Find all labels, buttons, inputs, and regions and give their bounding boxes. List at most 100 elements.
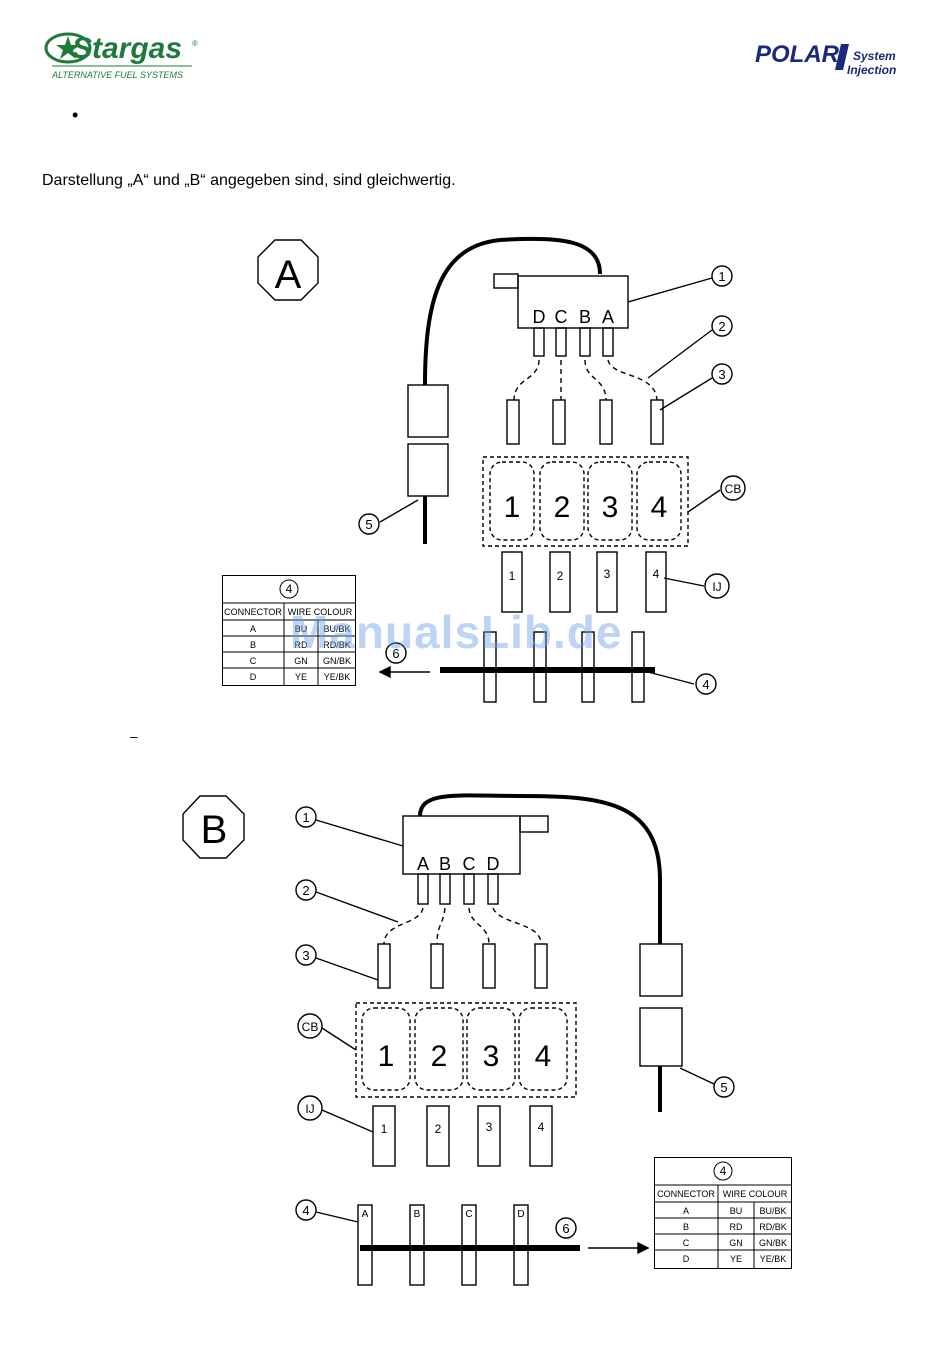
nozzles-b bbox=[377, 943, 548, 989]
diagram-a-label: A bbox=[275, 253, 302, 297]
svg-text:C: C bbox=[465, 1209, 472, 1220]
svg-text:4: 4 bbox=[286, 582, 293, 596]
rail-nozzles-b bbox=[417, 873, 499, 905]
svg-text:BU: BU bbox=[295, 624, 308, 634]
svg-text:3: 3 bbox=[604, 567, 611, 581]
svg-text:YE: YE bbox=[730, 1254, 742, 1264]
svg-text:4: 4 bbox=[302, 1203, 309, 1218]
svg-text:Injection: Injection bbox=[847, 63, 896, 77]
svg-text:B: B bbox=[579, 307, 591, 327]
svg-text:A: A bbox=[683, 1206, 689, 1216]
injector-numbers-a: 1 2 3 4 bbox=[509, 567, 660, 583]
harness-letters-b: A B C D bbox=[362, 1209, 525, 1220]
svg-text:YE/BK: YE/BK bbox=[760, 1254, 787, 1264]
svg-text:®: ® bbox=[192, 39, 198, 48]
dash: – bbox=[130, 728, 138, 744]
svg-text:1: 1 bbox=[378, 1040, 395, 1073]
svg-text:GN: GN bbox=[294, 656, 308, 666]
svg-text:Stargas: Stargas bbox=[72, 32, 182, 65]
svg-text:A: A bbox=[362, 1209, 369, 1220]
svg-text:B: B bbox=[250, 640, 256, 650]
svg-text:5: 5 bbox=[720, 1080, 727, 1095]
svg-text:4: 4 bbox=[538, 1120, 545, 1134]
svg-text:C: C bbox=[463, 854, 476, 874]
svg-text:C: C bbox=[250, 656, 257, 666]
rail-nozzles-a bbox=[533, 327, 614, 357]
svg-text:IJ: IJ bbox=[712, 580, 721, 594]
svg-text:3: 3 bbox=[718, 367, 725, 382]
svg-text:3: 3 bbox=[602, 491, 619, 524]
harness-connectors-b bbox=[357, 1204, 529, 1286]
svg-text:D: D bbox=[487, 854, 500, 874]
svg-text:B: B bbox=[414, 1209, 421, 1220]
svg-text:2: 2 bbox=[431, 1040, 448, 1073]
svg-text:B: B bbox=[439, 854, 451, 874]
svg-text:BU: BU bbox=[730, 1206, 743, 1216]
svg-text:4: 4 bbox=[653, 567, 660, 581]
svg-text:A: A bbox=[417, 854, 429, 874]
svg-text:System: System bbox=[853, 49, 896, 63]
svg-text:3: 3 bbox=[486, 1120, 493, 1134]
svg-text:3: 3 bbox=[302, 948, 309, 963]
svg-text:4: 4 bbox=[702, 677, 709, 692]
svg-text:BU/BK: BU/BK bbox=[759, 1206, 786, 1216]
diagram-b-label: B bbox=[201, 808, 228, 852]
cylinder-numbers-a: 1 2 3 4 bbox=[504, 491, 668, 524]
svg-text:A: A bbox=[602, 307, 614, 327]
stargas-logo: Stargas ® ALTERNATIVE FUEL SYSTEMS bbox=[44, 32, 198, 80]
svg-text:YE/BK: YE/BK bbox=[324, 672, 351, 682]
svg-text:CB: CB bbox=[725, 482, 742, 496]
svg-text:RD: RD bbox=[295, 640, 308, 650]
svg-text:B: B bbox=[683, 1222, 689, 1232]
svg-text:4: 4 bbox=[720, 1164, 727, 1178]
svg-text:GN/BK: GN/BK bbox=[323, 656, 351, 666]
intro-text: Darstellung „A“ und „B“ angegeben sind, … bbox=[42, 172, 456, 189]
svg-text:C: C bbox=[683, 1238, 690, 1248]
svg-text:1: 1 bbox=[509, 569, 516, 583]
svg-text:D: D bbox=[683, 1254, 690, 1264]
svg-text:6: 6 bbox=[562, 1221, 569, 1236]
svg-text:RD: RD bbox=[730, 1222, 743, 1232]
svg-text:WIRE COLOUR: WIRE COLOUR bbox=[723, 1189, 788, 1199]
svg-text:ALTERNATIVE FUEL SYSTEMS: ALTERNATIVE FUEL SYSTEMS bbox=[51, 70, 183, 80]
harness-connectors-a bbox=[483, 631, 645, 703]
svg-text:2: 2 bbox=[557, 569, 564, 583]
svg-text:CONNECTOR: CONNECTOR bbox=[224, 607, 282, 617]
svg-text:BU/BK: BU/BK bbox=[323, 624, 350, 634]
svg-text:2: 2 bbox=[435, 1122, 442, 1136]
rail-letters-b: A B C D bbox=[417, 854, 500, 874]
svg-text:IJ: IJ bbox=[305, 1102, 314, 1116]
svg-text:1: 1 bbox=[302, 810, 309, 825]
svg-text:5: 5 bbox=[365, 517, 372, 532]
svg-text:YE: YE bbox=[295, 672, 307, 682]
svg-text:WIRE COLOUR: WIRE COLOUR bbox=[288, 607, 353, 617]
svg-text:CONNECTOR: CONNECTOR bbox=[657, 1189, 715, 1199]
svg-text:D: D bbox=[533, 307, 546, 327]
svg-text:3: 3 bbox=[483, 1040, 500, 1073]
svg-text:1: 1 bbox=[504, 491, 521, 524]
svg-text:D: D bbox=[517, 1209, 524, 1220]
svg-text:1: 1 bbox=[381, 1122, 388, 1136]
svg-text:2: 2 bbox=[302, 883, 309, 898]
star-icon bbox=[56, 36, 80, 59]
svg-text:C: C bbox=[555, 307, 568, 327]
svg-text:CB: CB bbox=[302, 1020, 319, 1034]
svg-text:D: D bbox=[250, 672, 257, 682]
nozzles-a bbox=[506, 399, 664, 445]
svg-text:A: A bbox=[250, 624, 256, 634]
svg-text:POLAR: POLAR bbox=[755, 41, 840, 68]
svg-text:RD/BK: RD/BK bbox=[323, 640, 351, 650]
callouts-b: 1 2 3 CB IJ 4 5 6 bbox=[302, 810, 728, 1236]
octagon-b bbox=[182, 795, 245, 859]
cylinder-numbers-b: 1 2 3 4 bbox=[378, 1040, 552, 1073]
rail-letters-a: D C B A bbox=[533, 307, 615, 327]
polar-logo: POLAR System Injection bbox=[755, 41, 896, 77]
injectors-a bbox=[501, 551, 667, 613]
callouts-a: 1 2 3 CB IJ 4 5 6 bbox=[365, 269, 741, 692]
svg-text:4: 4 bbox=[651, 491, 668, 524]
injector-numbers-b: 1 2 3 4 bbox=[381, 1120, 545, 1136]
watermark: ManualsLib.de bbox=[290, 606, 623, 658]
